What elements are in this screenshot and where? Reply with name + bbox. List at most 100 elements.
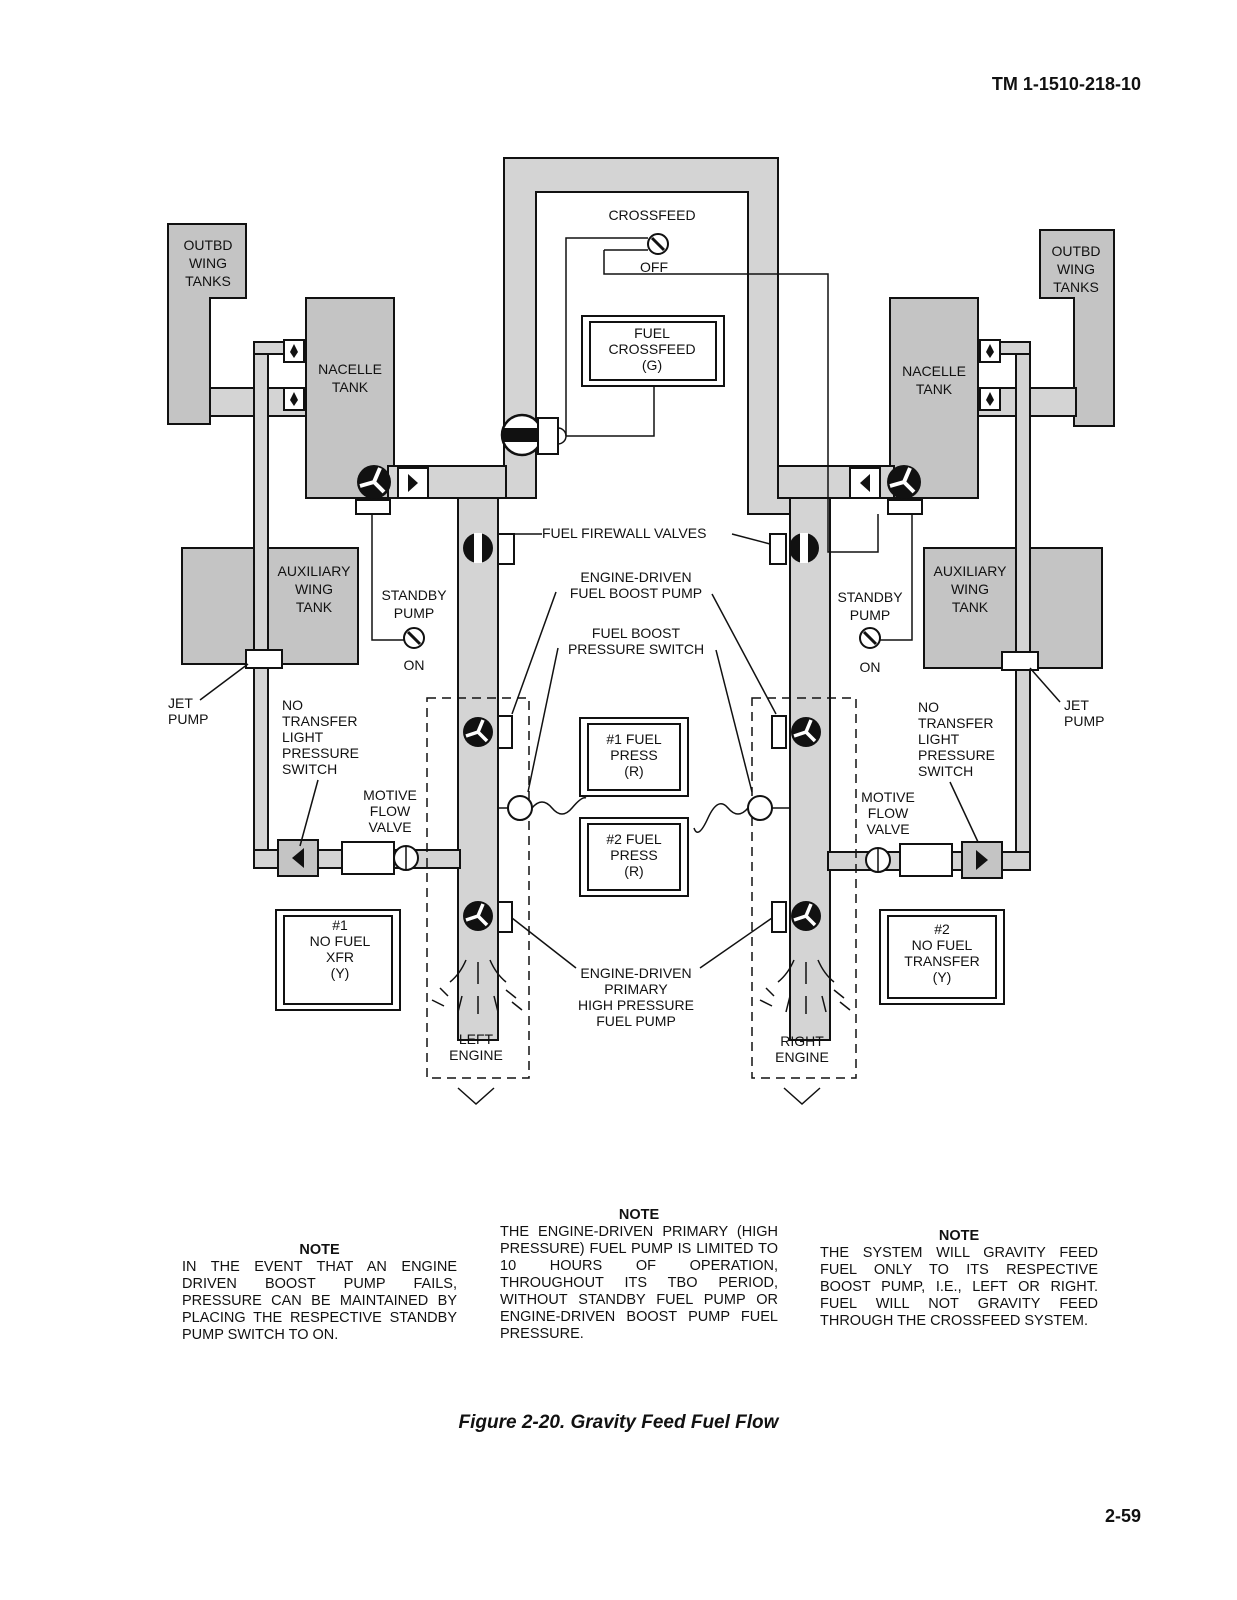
right-motive-label-1: MOTIVE [861, 789, 915, 805]
crossfeed-off-label: OFF [640, 259, 668, 275]
right-outbd-label-2: WING [1057, 261, 1095, 277]
left-no-transfer-label-1: NO [282, 697, 303, 713]
left-no-transfer-label-4: PRESSURE [282, 745, 359, 761]
note-middle-title: NOTE [618, 1207, 660, 1223]
note-right-title: NOTE [938, 1228, 980, 1244]
left-engine-enclosure [426, 697, 530, 1079]
note-left-title: NOTE [299, 1242, 340, 1258]
no-fuel-xfr-1-text-2: NO FUEL [310, 933, 371, 949]
note-right: NOTE THE SYSTEM WILL GRAVITY FEED FUEL O… [820, 1228, 1098, 1330]
left-outbd-label-2: WING [189, 255, 227, 271]
left-outbd-label-1: OUTBD [184, 237, 233, 253]
note-middle-text: THE ENGINE-DRIVEN PRIMARY (HIGH PRESSURE… [500, 1224, 778, 1342]
fuel-press-2-text-2: PRESS [610, 847, 657, 863]
right-no-transfer-label-2: TRANSFER [918, 715, 993, 731]
fuel-press-2-text-1: #2 FUEL [606, 831, 661, 847]
fuel-press-1-text-1: #1 FUEL [606, 731, 661, 747]
firewall-valves-label: FUEL FIREWALL VALVES [542, 525, 706, 541]
note-right-text: THE SYSTEM WILL GRAVITY FEED FUEL ONLY T… [820, 1245, 1098, 1329]
left-engine-feed-line [457, 497, 499, 1041]
document-id: TM 1-1510-218-10 [991, 74, 1141, 94]
fuel-crossfeed-text-3: (G) [642, 357, 662, 373]
left-standby-label-2: PUMP [394, 605, 434, 621]
left-no-transfer-label-2: TRANSFER [282, 713, 357, 729]
left-nacelle-label-2: TANK [332, 379, 369, 395]
left-engine-label-1: LEFT [459, 1031, 494, 1047]
pressure-switch-label-2: PRESSURE SWITCH [568, 641, 704, 657]
left-outbd-wing-tank [167, 223, 247, 425]
note-left-text: IN THE EVENT THAT AN ENGINE DRIVEN BOOST… [182, 1259, 457, 1343]
right-engine-label-2: ENGINE [775, 1049, 829, 1065]
left-jet-pump-label-2: PUMP [168, 711, 208, 727]
pressure-switch-label-1: FUEL BOOST [592, 625, 681, 641]
figure-caption: Figure 2-20. Gravity Feed Fuel Flow [458, 1412, 779, 1433]
left-aux-label-2: WING [295, 581, 333, 597]
right-nacelle-label-2: TANK [916, 381, 953, 397]
fuel-crossfeed-text-1: FUEL [634, 325, 670, 341]
right-fuel-spray-icon [759, 959, 851, 1014]
left-fuel-spray-icon [431, 959, 523, 1014]
left-motive-label-3: VALVE [368, 819, 411, 835]
right-standby-on-label: ON [860, 659, 881, 675]
left-standby-label-1: STANDBY [381, 587, 447, 603]
crossfeed-label: CROSSFEED [608, 207, 695, 223]
right-motive-flow-valve [899, 843, 953, 877]
boost-pump-label-1: ENGINE-DRIVEN [580, 569, 691, 585]
fuel-press-1-text-2: PRESS [610, 747, 657, 763]
no-fuel-transfer-2-text-1: #2 [934, 921, 950, 937]
fuel-flow-diagram: CROSSFEED OFF OUTBD WING TANKS OUTBD WIN… [167, 157, 1115, 1106]
left-motive-flow-valve [341, 841, 395, 875]
left-aux-label-3: TANK [296, 599, 333, 615]
fuel-press-2-text-3: (R) [624, 863, 643, 879]
no-fuel-transfer-2-text-3: TRANSFER [904, 953, 979, 969]
right-outbd-wing-tank [1039, 229, 1115, 427]
right-standby-label-1: STANDBY [837, 589, 903, 605]
left-aux-label-1: AUXILIARY [278, 563, 352, 579]
left-nacelle-label-1: NACELLE [318, 361, 382, 377]
right-jet-pump-label-1: JET [1064, 697, 1089, 713]
right-no-transfer-label-3: LIGHT [918, 731, 960, 747]
right-engine-label-1: RIGHT [780, 1033, 824, 1049]
right-no-transfer-label-4: PRESSURE [918, 747, 995, 763]
right-jet-pump [1001, 651, 1039, 671]
left-standby-on-label: ON [404, 657, 425, 673]
primary-pump-label-2: PRIMARY [604, 981, 668, 997]
fuel-crossfeed-text-2: CROSSFEED [608, 341, 695, 357]
left-outbd-label-3: TANKS [185, 273, 231, 289]
no-fuel-xfr-1-text-3: XFR [326, 949, 354, 965]
left-nacelle-tank [305, 297, 395, 499]
right-nacelle-tank [889, 297, 979, 499]
right-engine-feed-line [789, 497, 831, 1041]
left-no-transfer-label-5: SWITCH [282, 761, 337, 777]
left-transfer-line [253, 341, 269, 851]
primary-pump-label-1: ENGINE-DRIVEN [580, 965, 691, 981]
left-auxiliary-wing-tank [181, 547, 359, 665]
left-jet-pump [245, 649, 283, 669]
right-no-transfer-label-1: NO [918, 699, 939, 715]
page-number: 2-59 [1104, 1506, 1141, 1526]
right-motive-label-2: FLOW [868, 805, 909, 821]
right-jet-pump-label-2: PUMP [1064, 713, 1104, 729]
right-no-transfer-label-5: SWITCH [918, 763, 973, 779]
right-outbd-label-1: OUTBD [1052, 243, 1101, 259]
left-jet-pump-label-1: JET [168, 695, 193, 711]
right-motive-label-3: VALVE [866, 821, 909, 837]
left-pressure-switch-icon [507, 795, 533, 821]
right-transfer-line [1015, 341, 1031, 853]
primary-pump-label-3: HIGH PRESSURE [578, 997, 694, 1013]
right-pressure-switch-icon [747, 795, 773, 821]
right-engine-enclosure [751, 697, 857, 1079]
left-motive-label-1: MOTIVE [363, 787, 417, 803]
left-no-transfer-label-3: LIGHT [282, 729, 324, 745]
boost-pump-label-2: FUEL BOOST PUMP [570, 585, 702, 601]
note-middle: NOTE THE ENGINE-DRIVEN PRIMARY (HIGH PRE… [500, 1207, 778, 1343]
right-outbd-label-3: TANKS [1053, 279, 1099, 295]
no-fuel-xfr-1-text-1: #1 [332, 917, 348, 933]
no-fuel-xfr-1-text-4: (Y) [331, 965, 350, 981]
right-standby-label-2: PUMP [850, 607, 890, 623]
right-aux-label-2: WING [951, 581, 989, 597]
primary-pump-label-4: FUEL PUMP [596, 1013, 676, 1029]
fuel-press-1-text-3: (R) [624, 763, 643, 779]
note-left: NOTE IN THE EVENT THAT AN ENGINE DRIVEN … [182, 1242, 457, 1344]
left-engine-label-2: ENGINE [449, 1047, 503, 1063]
